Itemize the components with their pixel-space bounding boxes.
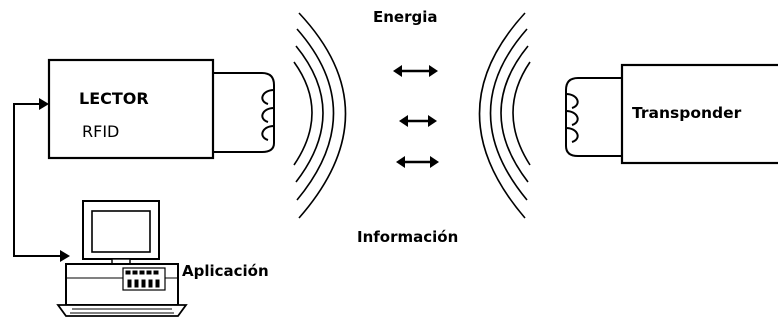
reader-box	[47, 58, 215, 160]
information-label: Información	[357, 228, 458, 246]
reader-field-waves	[293, 12, 347, 219]
application-label: Aplicación	[182, 262, 269, 280]
transponder-label: Transponder	[632, 104, 742, 122]
computer-icon	[56, 200, 188, 317]
connection-line	[13, 98, 70, 262]
reader-label-lector: LECTOR	[79, 89, 149, 108]
double-arrow-icon	[399, 115, 437, 127]
transponder-coil	[565, 77, 622, 157]
double-arrow-icon	[396, 156, 439, 168]
reader-coil	[213, 72, 275, 153]
double-arrow-icon	[393, 65, 438, 77]
energy-label: Energia	[373, 8, 438, 26]
transponder-box	[620, 63, 778, 165]
transponder-field-waves	[478, 12, 531, 219]
reader-label-rfid: RFID	[82, 122, 119, 141]
